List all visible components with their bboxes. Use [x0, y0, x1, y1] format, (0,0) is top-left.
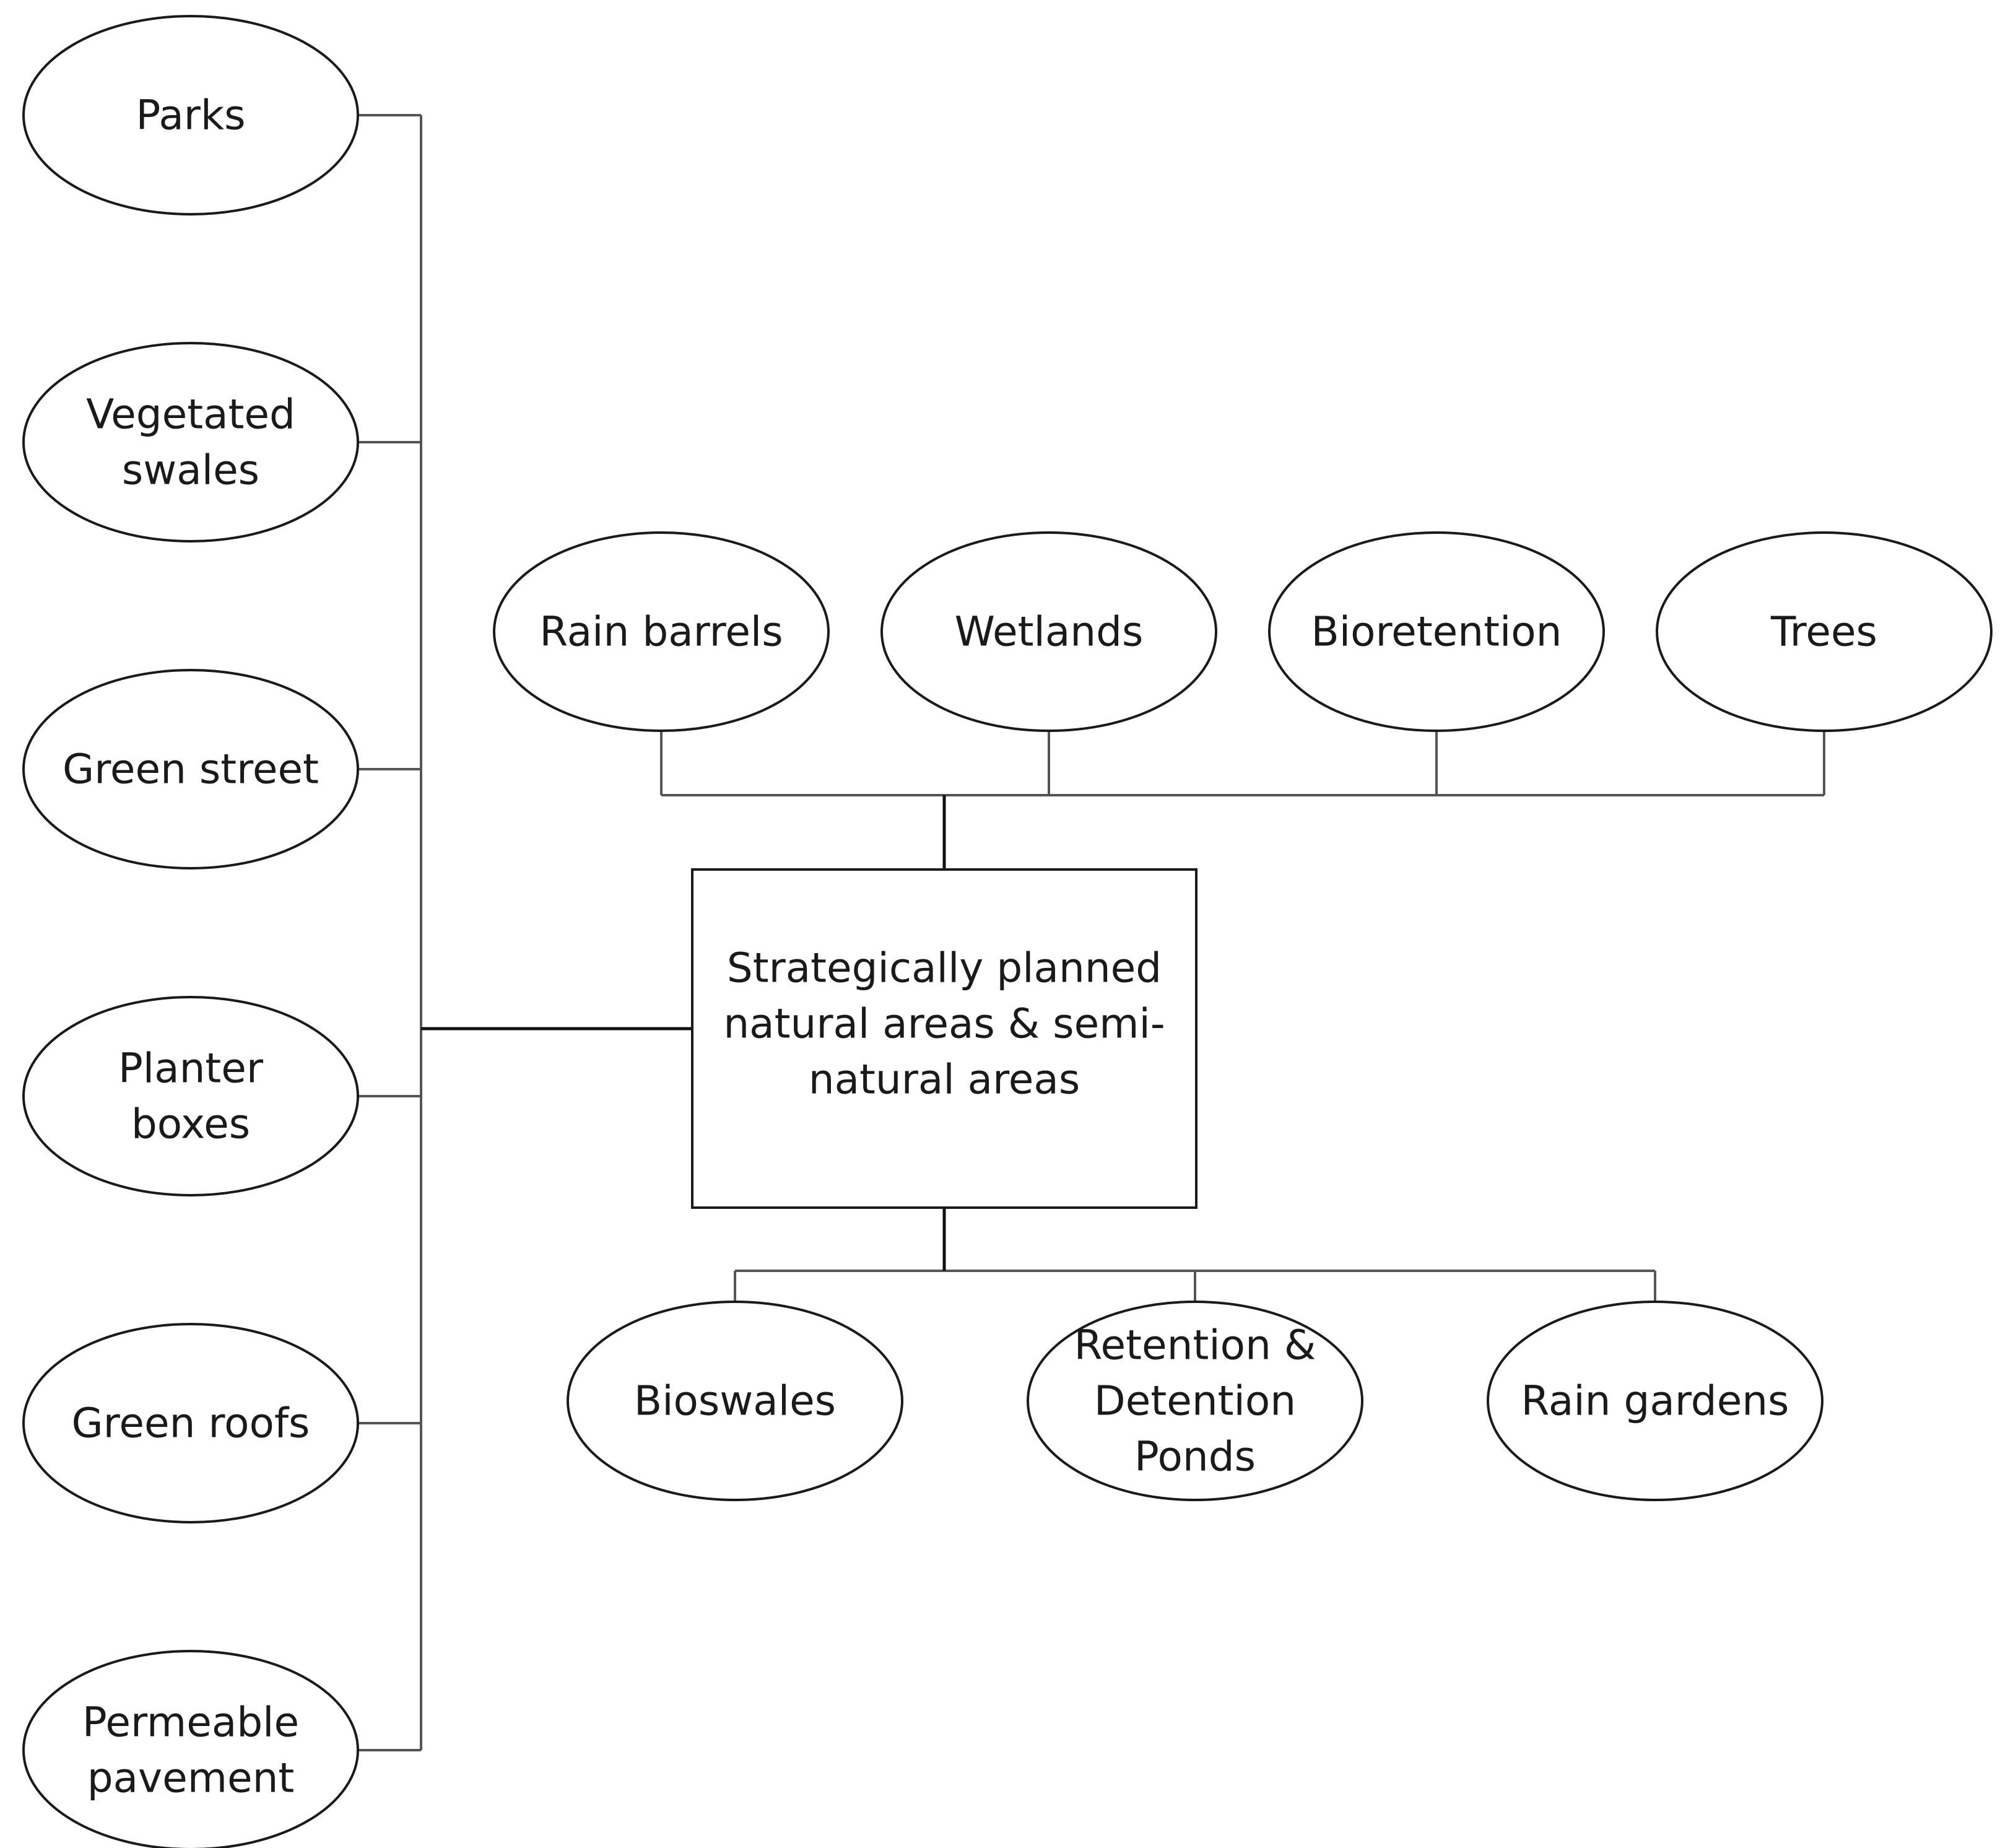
node-permeable-pavement: Permeable pavement [22, 1650, 359, 1848]
node-label: Green street [63, 746, 319, 793]
node-vegetated-swales: Vegetated swales [22, 342, 359, 543]
node-label: Vegetated [86, 391, 295, 438]
node-label: pavement [87, 1754, 295, 1802]
node-ellipse [22, 1323, 359, 1523]
node-label: Retention & [1074, 1322, 1316, 1369]
node-rain-barrels: Rain barrels [493, 531, 830, 732]
node-ellipse [880, 531, 1217, 732]
node-rain-gardens: Rain gardens [1487, 1301, 1823, 1501]
node-bioswales: Bioswales [567, 1301, 903, 1501]
node-label: Planter [118, 1045, 264, 1092]
node-label: natural areas [809, 1056, 1080, 1104]
node-label: Bioswales [634, 1377, 836, 1425]
node-parks: Parks [22, 15, 359, 216]
node-ellipse [567, 1301, 903, 1501]
node-ellipse [493, 531, 830, 732]
node-green-roofs: Green roofs [22, 1323, 359, 1523]
node-wetlands: Wetlands [880, 531, 1217, 732]
node-green-street: Green street [22, 669, 359, 870]
node-label: Detention [1094, 1377, 1296, 1425]
node-label: Ponds [1134, 1433, 1256, 1481]
node-label: boxes [131, 1101, 250, 1148]
connectors [358, 114, 1825, 1751]
node-ellipse [22, 669, 359, 870]
center-box [691, 868, 1197, 1209]
center-node: Strategically planned natural areas & sem… [691, 868, 1197, 1209]
node-ellipse [22, 1650, 359, 1848]
node-bioretention: Bioretention [1268, 531, 1605, 732]
node-label: Trees [1770, 608, 1877, 656]
node-label: natural areas & semi- [723, 1000, 1165, 1048]
node-label: Rain barrels [539, 608, 783, 656]
node-planter-boxes: Planter boxes [22, 996, 359, 1196]
node-label: Rain gardens [1521, 1377, 1789, 1425]
node-label: swales [122, 447, 259, 494]
node-label: Strategically planned [727, 944, 1162, 992]
node-ellipse [1027, 1301, 1363, 1501]
node-ellipse [22, 15, 359, 216]
node-label: Wetlands [955, 608, 1144, 656]
node-ellipse [1487, 1301, 1823, 1501]
node-label: Bioretention [1311, 608, 1562, 656]
node-ellipse [22, 996, 359, 1196]
node-label: Permeable [82, 1699, 299, 1746]
node-ellipse [22, 342, 359, 543]
node-label: Green roofs [72, 1400, 310, 1447]
node-label: Parks [136, 92, 245, 139]
node-ellipse [1268, 531, 1605, 732]
node-trees: Trees [1656, 531, 1993, 732]
node-ellipse [1656, 531, 1993, 732]
